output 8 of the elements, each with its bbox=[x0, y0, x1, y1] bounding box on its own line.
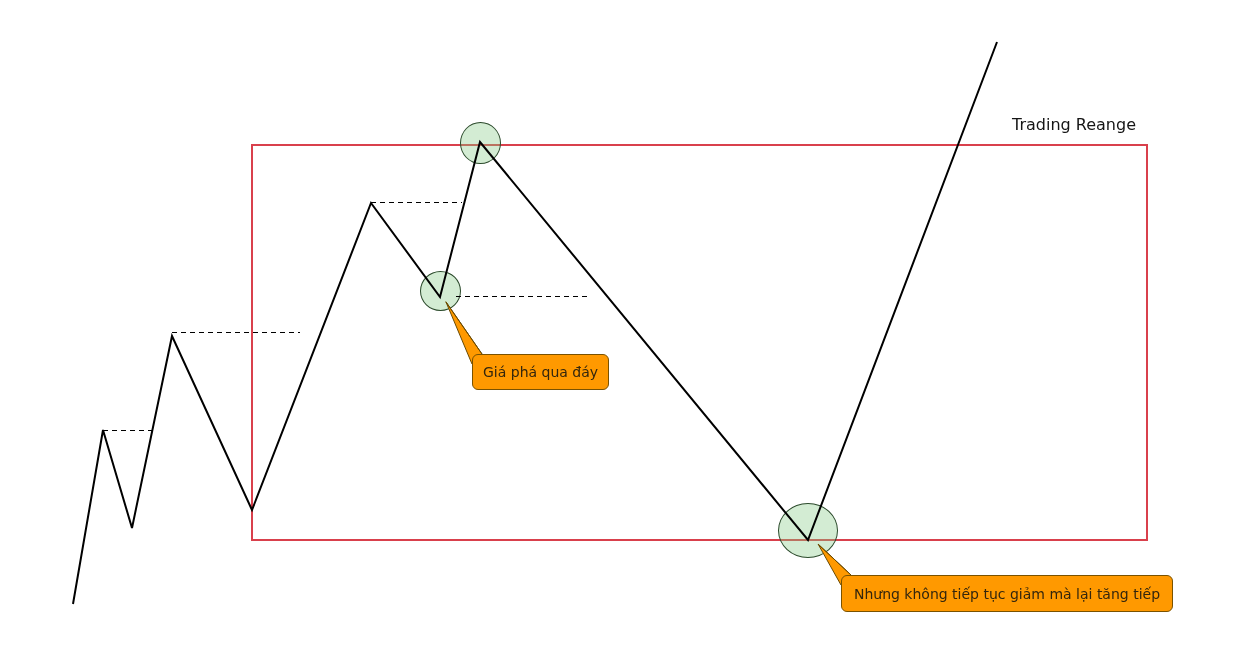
callout-tail bbox=[817, 543, 852, 586]
callout-tail bbox=[445, 301, 483, 365]
highlight-circle bbox=[460, 122, 501, 164]
callout-bubble: Giá phá qua đáy bbox=[472, 354, 610, 390]
range-title: Trading Reange bbox=[1012, 115, 1136, 135]
callout-bubble: Nhưng không tiếp tục giảm mà lại tăng tiếp bbox=[841, 575, 1173, 612]
highlight-circle bbox=[778, 503, 838, 558]
highlight-circle bbox=[420, 271, 461, 311]
